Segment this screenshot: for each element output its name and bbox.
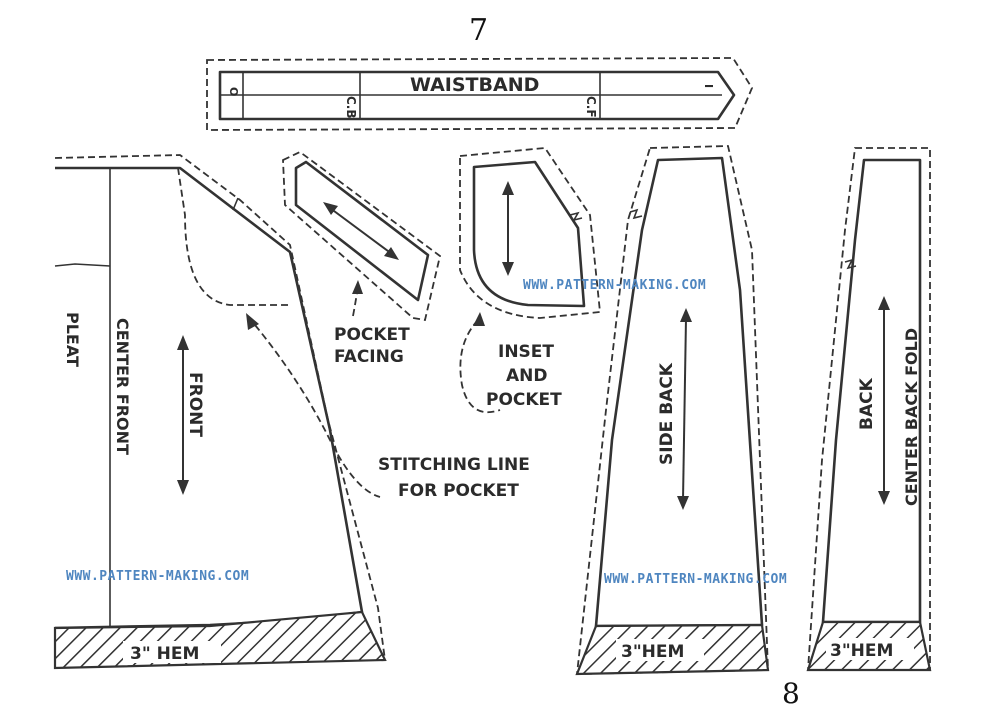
inset-pocket-leader	[459, 319, 501, 414]
pocket-facing-leader-head	[352, 280, 363, 294]
stitching-label-line1: STITCHING LINE	[378, 455, 530, 475]
waistband-outline	[218, 70, 736, 121]
front-hem-label: 3" HEM	[130, 644, 199, 664]
center-back-fold-label: CENTER BACK FOLD	[902, 328, 921, 506]
inset-pocket-leader-head	[473, 312, 485, 326]
front-seam-allowance	[54, 154, 386, 661]
side-back-label: SIDE BACK	[657, 362, 677, 465]
side-back-notch	[629, 208, 643, 220]
inset-pocket-arrow-head-up	[502, 181, 514, 195]
inset-pocket-seam-allowance	[459, 147, 601, 319]
watermark-bottom-right: WWW.PATTERN-MAKING.COM	[604, 572, 787, 587]
waistband-seam-allowance	[206, 57, 754, 131]
side-back-hem-label: 3"HEM	[621, 642, 684, 662]
waistband-mark-left: O	[227, 87, 240, 96]
pocket-opening-line	[177, 167, 292, 306]
pocket-facing-seam-allowance	[282, 150, 442, 322]
side-back-seam-allowance	[575, 145, 769, 675]
inset-pocket-arrow-head-down	[502, 262, 514, 276]
front-grain-arrow-head-down	[177, 480, 189, 495]
pocket-facing-piece: POCKET FACING	[282, 150, 442, 367]
stitching-line-callout: STITCHING LINE FOR POCKET	[246, 313, 530, 501]
page-number-top: 7	[469, 13, 488, 48]
front-label: FRONT	[185, 372, 205, 437]
stitching-line-leader-head	[246, 313, 259, 330]
pleat-label: PLEAT	[63, 312, 82, 367]
pocket-facing-arrow-head-a	[323, 202, 338, 215]
inset-pocket-label-line2: AND	[506, 366, 548, 386]
front-grain-arrow-head-up	[177, 335, 189, 350]
page-number-bottom: 8	[782, 677, 800, 710]
side-back-arrow-head-down	[677, 496, 689, 510]
front-outline	[54, 166, 364, 630]
pocket-facing-label-line2: FACING	[334, 347, 404, 367]
pocket-facing-grain-arrow	[329, 207, 393, 255]
side-back-outline	[594, 156, 764, 628]
back-piece: 3"HEM BACK CENTER BACK FOLD	[806, 147, 932, 672]
pocket-facing-outline	[294, 160, 430, 302]
back-label: BACK	[857, 377, 877, 430]
pleat-mark	[54, 263, 111, 267]
stitching-label-line2: FOR POCKET	[398, 481, 519, 501]
stitching-line-leader	[254, 324, 381, 498]
side-back-piece: 3"HEM SIDE BACK	[575, 145, 770, 676]
side-back-arrow-head-up	[680, 308, 692, 322]
waistband-label: WAISTBAND	[410, 74, 539, 96]
pocket-facing-label-line1: POCKET	[334, 325, 410, 345]
back-hem-label: 3"HEM	[830, 641, 893, 661]
waistband-piece: O C.B C.F I WAISTBAND	[206, 57, 754, 131]
waistband-mark-end: I	[702, 84, 715, 88]
front-notch	[232, 197, 239, 211]
back-arrow-head-down	[878, 491, 890, 505]
inset-pocket-label-line1: INSET	[498, 342, 554, 362]
waistband-mark-cf: C.F	[584, 96, 598, 118]
watermark-top-right: WWW.PATTERN-MAKING.COM	[523, 278, 706, 293]
front-hem-label-bg	[123, 641, 221, 663]
inset-pocket-outline	[472, 160, 586, 308]
front-piece: 3" HEM PLEAT CENTER FRONT FRONT	[53, 154, 387, 670]
back-hem-label-bg	[826, 638, 914, 660]
back-arrow-head-up	[878, 296, 890, 310]
watermark-bottom-left: WWW.PATTERN-MAKING.COM	[66, 569, 249, 584]
pocket-facing-arrow-head-b	[384, 247, 399, 260]
center-front-label: CENTER FRONT	[113, 318, 132, 455]
back-notch	[844, 258, 857, 270]
waistband-mark-cb: C.B	[344, 96, 358, 119]
inset-pocket-label-line3: POCKET	[486, 390, 562, 410]
inset-pocket-piece: INSET AND POCKET	[459, 147, 601, 414]
side-back-grain-arrow	[682, 317, 687, 501]
inset-pocket-notch	[569, 211, 583, 222]
side-back-hem-label-bg	[616, 639, 704, 661]
